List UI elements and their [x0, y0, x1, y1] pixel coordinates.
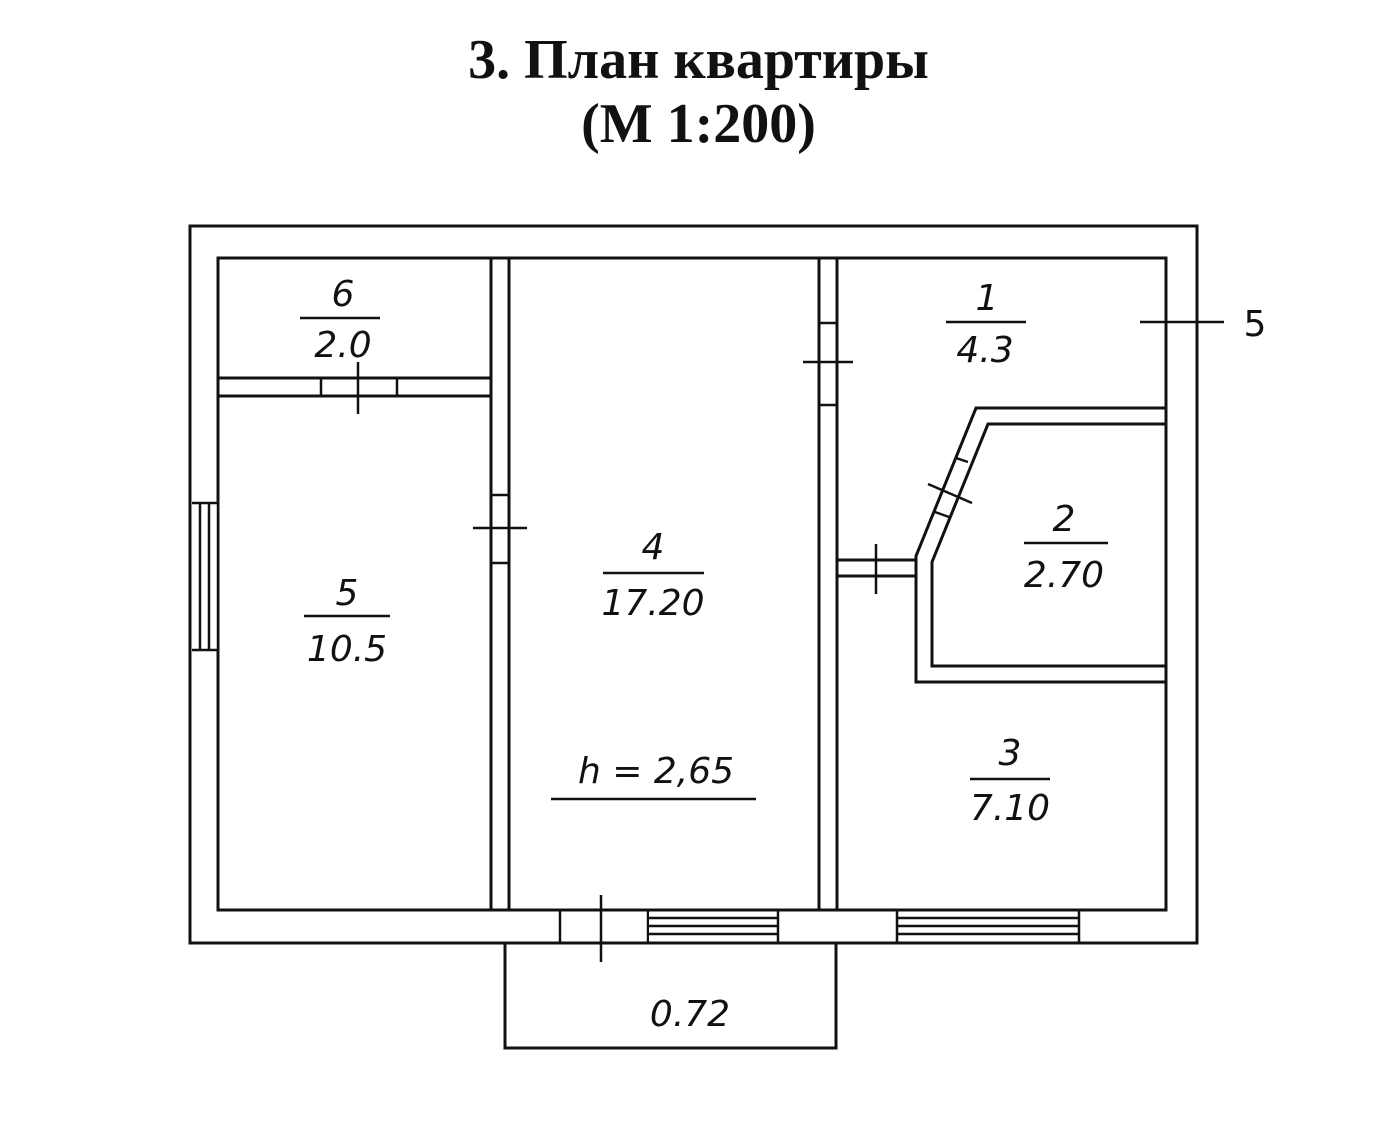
room-3-label: 3 7.10 [970, 733, 1050, 829]
room-6-number: 6 [332, 274, 355, 315]
room-5-label: 5 10.5 [304, 573, 390, 670]
bathroom-walls [914, 406, 1166, 684]
partition-5-4 [473, 258, 527, 910]
room-6-area: 2.0 [314, 325, 371, 366]
room-4-number: 4 [642, 527, 665, 568]
room-3-area: 7.10 [970, 788, 1050, 829]
window-left [192, 501, 220, 652]
partition-6-5 [218, 362, 491, 414]
room-4-label: 4 17.20 [601, 527, 704, 624]
partition-4-1 [803, 258, 853, 910]
room-3-number: 3 [999, 733, 1022, 774]
partition-1-3 [837, 544, 916, 594]
entrance-callout-label: 5 [1244, 304, 1267, 345]
bottom-openings [558, 895, 1081, 962]
room-6-label: 6 2.0 [300, 274, 380, 366]
plan-title: 3. План квартиры (М 1:200) [0, 28, 1397, 156]
room-2-number: 2 [1053, 499, 1076, 540]
room-2-area: 2.70 [1024, 555, 1104, 596]
room-5-number: 5 [336, 573, 359, 614]
room-1-area: 4.3 [956, 330, 1013, 371]
room-4-area: 17.20 [601, 583, 704, 624]
plan-title-line2: (М 1:200) [581, 93, 816, 155]
entrance-callout: 5 [1140, 304, 1266, 345]
room-2-label: 2 2.70 [1024, 499, 1108, 596]
ceiling-height-label: h = 2,65 [551, 751, 756, 801]
room-5-area: 10.5 [307, 629, 387, 670]
room-1-number: 1 [976, 278, 999, 319]
plan-title-line1: 3. План квартиры [468, 29, 929, 91]
ceiling-height: h = 2,65 [578, 751, 734, 792]
room-1-label: 1 4.3 [946, 278, 1026, 371]
balcony-area: 0.72 [650, 994, 730, 1035]
balcony: 0.72 [503, 943, 838, 1050]
